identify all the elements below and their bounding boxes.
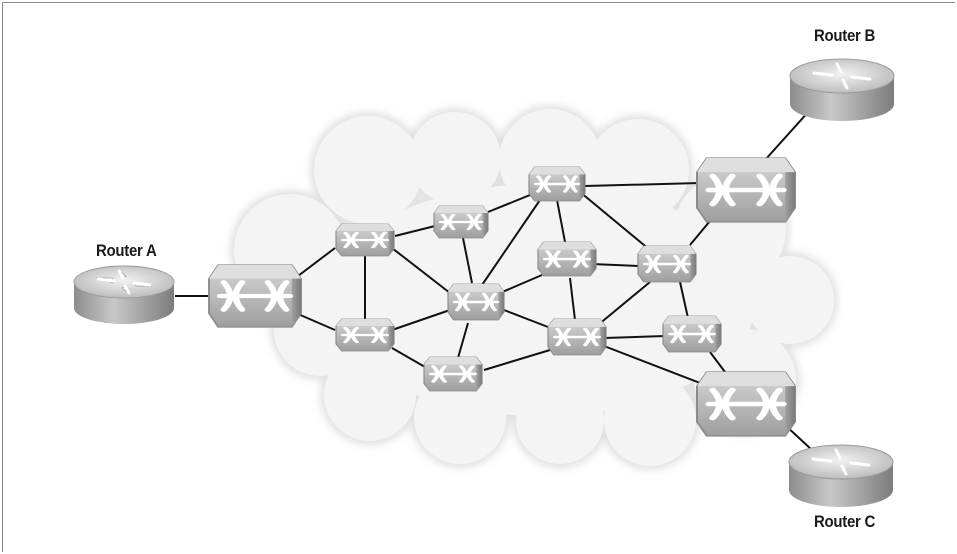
link-n7-n9 <box>503 309 549 328</box>
edge-switch-a-icon <box>209 265 301 327</box>
router-a-label: Router A <box>96 241 157 260</box>
link-n10-n9 <box>483 349 551 371</box>
link-n7-n5 <box>499 274 543 294</box>
atm-switch-icon <box>336 319 394 351</box>
atm-switch-icon <box>638 246 696 282</box>
link-n9-edgec <box>603 345 701 384</box>
atm-switch-icon <box>538 242 596 276</box>
link-n5-n9 <box>569 277 576 321</box>
router-b-label: Router B <box>814 26 876 45</box>
atm-switch-icon <box>448 284 504 320</box>
router-a-icon <box>73 265 175 324</box>
link-n2-n10 <box>391 347 426 368</box>
atm-switch-icon <box>336 224 394 256</box>
link-edgea-n1 <box>297 247 336 277</box>
link-edgea-n2 <box>297 313 336 331</box>
link-n3-n4 <box>487 194 531 213</box>
atm-switch-icon <box>434 206 488 238</box>
link-n8-n6 <box>679 281 689 319</box>
atm-switch-icon <box>424 357 482 391</box>
link-n7-n10 <box>457 322 469 359</box>
link-n4-edgeb <box>584 182 701 187</box>
router-c-label: Router C <box>814 512 876 531</box>
edge-switch-b-icon <box>697 158 795 222</box>
link-n2-n7 <box>391 309 451 331</box>
router-b-icon <box>789 58 895 121</box>
link-n3-n7 <box>462 237 473 284</box>
link-n6-edgec <box>709 351 726 373</box>
atm-switch-icon <box>663 316 721 352</box>
link-n9-n6 <box>603 335 666 339</box>
link-n9-n8 <box>597 281 651 326</box>
link-n1-n3 <box>394 225 436 237</box>
link-n4-n7 <box>481 199 541 286</box>
link-n1-n7 <box>391 247 451 294</box>
link-n5-n8 <box>591 263 639 267</box>
atm-switch-icon <box>548 319 606 355</box>
link-n4-n5 <box>556 199 566 243</box>
router-c-icon <box>788 444 894 507</box>
link-n4-n8 <box>579 191 651 251</box>
edge-switch-c-icon <box>697 372 795 436</box>
atm-switch-icon <box>529 167 585 201</box>
link-edgeb-routerb <box>764 109 811 161</box>
